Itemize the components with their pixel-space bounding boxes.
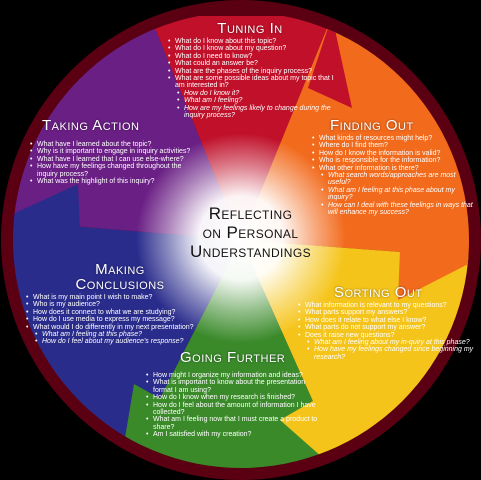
question-item: What are some possible ideas about my to… bbox=[168, 75, 338, 90]
question-item: What do I know about my question? bbox=[168, 45, 338, 53]
center-glow bbox=[136, 133, 346, 343]
segment-text-sorting-out: Sorting Out What information is relevant… bbox=[298, 285, 476, 361]
arrow-taking-action bbox=[132, 16, 178, 98]
question-item: Who is my audience? bbox=[26, 301, 196, 309]
question-item: What search words/approaches are most us… bbox=[312, 172, 477, 187]
question-item: How do I feel about the amount of inform… bbox=[146, 402, 326, 417]
question-item: How might I organize my information and … bbox=[146, 372, 326, 380]
segment-text-finding-out: Finding Out What kinds of resources migh… bbox=[312, 118, 477, 216]
question-item: What parts support my answers? bbox=[298, 309, 476, 317]
question-item: What is my main point I wish to make? bbox=[26, 294, 196, 302]
question-item: What is important to know about the pres… bbox=[146, 379, 326, 394]
question-item: What are the phases of the inquiry proce… bbox=[168, 68, 338, 76]
question-item: What kinds of resources might help? bbox=[312, 135, 477, 143]
question-item: What am I feeling at this phase about my… bbox=[312, 187, 477, 202]
sorting-out-title: Sorting Out bbox=[334, 284, 423, 301]
tuning-in-title: Tuning In bbox=[217, 20, 283, 37]
making-conclusions-title-text: Making Conclusions bbox=[75, 261, 165, 293]
question-item: How can I deal with these feelings in wa… bbox=[312, 202, 477, 217]
question-item: What am I feeling at this phase? bbox=[26, 331, 196, 339]
segment-text-going-further: Going Further How might I organize my in… bbox=[146, 350, 326, 439]
question-item: What am I feeling? bbox=[168, 97, 338, 105]
segment-text-taking-action: Taking Action What have I learned about … bbox=[30, 117, 200, 186]
question-item: Does it raise new questions? bbox=[298, 332, 476, 340]
question-item: What have I learned that I can use else-… bbox=[30, 156, 200, 164]
question-item: Where do I find them? bbox=[312, 142, 477, 150]
arrow-finding-out bbox=[398, 250, 469, 300]
question-item: Who is responsible for the information? bbox=[312, 157, 477, 165]
center-title: Reflecting on Personal Understandings bbox=[168, 204, 333, 261]
question-item: How do I feel about my audience's respon… bbox=[26, 338, 196, 346]
center-title-line-3: Understandings bbox=[190, 242, 311, 261]
question-item: How are my feelings likely to change dur… bbox=[168, 105, 338, 120]
question-item: What have I learned about the topic? bbox=[30, 141, 200, 149]
question-item: What information is relevant to my quest… bbox=[298, 302, 476, 310]
segment-text-tuning-in: Tuning In What do I know about this topi… bbox=[168, 21, 338, 119]
question-item: What am I feeling about my in-quiry at t… bbox=[298, 339, 476, 347]
question-item: How do I know when my research is finish… bbox=[146, 394, 326, 402]
going-further-questions: How might I organize my information and … bbox=[146, 372, 326, 439]
question-item: How does it relate to what else I know? bbox=[298, 317, 476, 325]
question-item: What parts do not support my answer? bbox=[298, 324, 476, 332]
tuning-in-questions: What do I know about this topic?What do … bbox=[168, 38, 338, 119]
question-item: Am I satisfied with my creation? bbox=[146, 431, 326, 439]
taking-action-questions: What have I learned about the topic?Why … bbox=[30, 141, 200, 186]
question-item: How do I know the information is valid? bbox=[312, 150, 477, 158]
question-item: Why is it important to engage in inquiry… bbox=[30, 148, 200, 156]
question-item: What do I know about this topic? bbox=[168, 38, 338, 46]
question-item: What was the highlight of this inquiry? bbox=[30, 178, 200, 186]
segment-text-making-conclusions: Making Conclusions What is my main point… bbox=[26, 262, 196, 346]
question-item: How have my feelings changed since begin… bbox=[298, 346, 476, 361]
question-item: What do I need to know? bbox=[168, 53, 338, 61]
finding-out-questions: What kinds of resources might help?Where… bbox=[312, 135, 477, 216]
going-further-title: Going Further bbox=[180, 349, 286, 366]
taking-action-title: Taking Action bbox=[42, 117, 140, 134]
finding-out-title: Finding Out bbox=[330, 117, 414, 134]
question-item: How do I know it? bbox=[168, 90, 338, 98]
question-item: How does it connect to what we are study… bbox=[26, 309, 196, 317]
making-conclusions-questions: What is my main point I wish to make?Who… bbox=[26, 294, 196, 346]
center-title-line-1: Reflecting bbox=[208, 204, 293, 223]
question-item: What am I feeling now that I must create… bbox=[146, 416, 326, 431]
question-item: What other information is there? bbox=[312, 165, 477, 173]
center-title-line-2: on Personal bbox=[202, 223, 299, 242]
sorting-out-questions: What information is relevant to my quest… bbox=[298, 302, 476, 361]
arrow-making-conclusions bbox=[13, 184, 80, 232]
making-conclusions-title: Making Conclusions bbox=[70, 262, 196, 292]
question-item: How do I use media to express my message… bbox=[26, 316, 196, 324]
question-item: How have my feelings changed throughout … bbox=[30, 163, 200, 178]
question-item: What would I do differently in my next p… bbox=[26, 324, 196, 332]
question-item: What could an answer be? bbox=[168, 60, 338, 68]
